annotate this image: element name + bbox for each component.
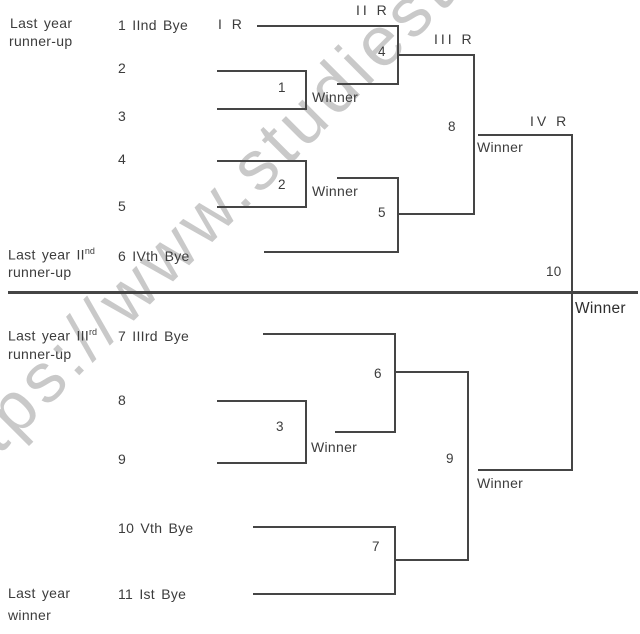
line-match4-output — [399, 54, 475, 56]
line-match1-top — [217, 70, 307, 72]
winner-label-match-8: Winner — [477, 139, 524, 155]
line-seed10-bye — [253, 526, 396, 528]
line-match2-top — [217, 160, 307, 162]
match-8-number: 8 — [448, 119, 456, 134]
note-top-left-line1: Last year — [10, 15, 73, 31]
entry-5-label: 5 — [118, 198, 127, 214]
winner-label-match-2: Winner — [312, 183, 359, 199]
line-match3-top — [217, 400, 307, 402]
line-match5-vertical — [397, 177, 399, 253]
line-match1-bottom — [217, 108, 307, 110]
entry-4-label: 4 — [118, 151, 127, 167]
entry-1-label: 1 IInd Bye — [118, 17, 189, 33]
line-seed1-bye — [257, 25, 397, 27]
match-10-number: 10 — [546, 264, 562, 279]
entry-9-label: 9 — [118, 451, 127, 467]
line-match6-output — [396, 371, 469, 373]
note-second-runner-up-line1: Last year IInd — [8, 246, 95, 263]
line-match2-bottom — [217, 206, 307, 208]
note-third-runner-up-sup: rd — [89, 327, 98, 337]
winner-label-match-3: Winner — [311, 439, 358, 455]
line-match6-vertical — [394, 333, 396, 433]
match-3-number: 3 — [276, 419, 284, 434]
note-third-runner-up-line1: Last year IIIrd — [8, 327, 98, 344]
entry-8-label: 8 — [118, 392, 127, 408]
entry-10-label: 10 Vth Bye — [118, 520, 194, 536]
note-second-runner-up-sup: nd — [84, 246, 95, 256]
line-match8-winner — [478, 134, 571, 136]
round-4-label: IV R — [530, 113, 570, 129]
line-match7-output — [396, 559, 469, 561]
line-match1-vertical — [305, 70, 307, 110]
line-match4-bottom-entrant — [337, 83, 399, 85]
line-match6-bottom-entrant — [335, 431, 396, 433]
note-third-runner-up-line2: runner-up — [8, 346, 72, 362]
match-5-number: 5 — [378, 205, 386, 220]
line-match7-vertical — [394, 526, 396, 595]
round-2-label: II R — [356, 2, 390, 18]
note-last-year-winner-line2: winner — [8, 607, 52, 623]
match-7-number: 7 — [372, 539, 380, 554]
line-seed6-bye — [264, 251, 399, 253]
line-match8-vertical — [473, 54, 475, 215]
line-center-divider — [8, 291, 638, 294]
note-second-runner-up-main: Last year II — [8, 246, 85, 263]
line-match3-vertical — [305, 400, 307, 464]
winner-label-match-9: Winner — [477, 475, 524, 491]
line-match9-vertical — [467, 371, 469, 561]
line-match4-vertical — [397, 25, 399, 85]
winner-label-match-1: Winner — [312, 89, 359, 105]
line-match5-output — [399, 213, 475, 215]
line-seed11-bye — [253, 593, 396, 595]
entry-11-label: 11 Ist Bye — [118, 586, 187, 602]
match-2-number: 2 — [278, 177, 286, 192]
line-match5-top-entrant — [337, 177, 399, 179]
note-second-runner-up-line2: runner-up — [8, 264, 72, 280]
entry-2-label: 2 — [118, 60, 127, 76]
note-third-runner-up-main: Last year III — [8, 327, 90, 344]
match-1-number: 1 — [278, 80, 286, 95]
line-seed7-bye — [263, 333, 396, 335]
entry-6-label: 6 IVth Bye — [118, 248, 190, 264]
line-final-vertical — [571, 134, 573, 471]
match-4-number: 4 — [378, 44, 386, 59]
round-1-label: I R — [218, 16, 245, 32]
note-top-left-line2: runner-up — [9, 33, 73, 49]
match-9-number: 9 — [446, 451, 454, 466]
entry-7-label: 7 IIIrd Bye — [118, 328, 190, 344]
line-match3-bottom — [217, 462, 307, 464]
entry-3-label: 3 — [118, 108, 127, 124]
final-winner-label: Winner — [575, 300, 626, 317]
note-last-year-winner-line1: Last year — [8, 585, 71, 601]
match-6-number: 6 — [374, 366, 382, 381]
round-3-label: III R — [434, 31, 475, 47]
line-match9-winner — [478, 469, 571, 471]
line-match2-vertical — [305, 160, 307, 208]
